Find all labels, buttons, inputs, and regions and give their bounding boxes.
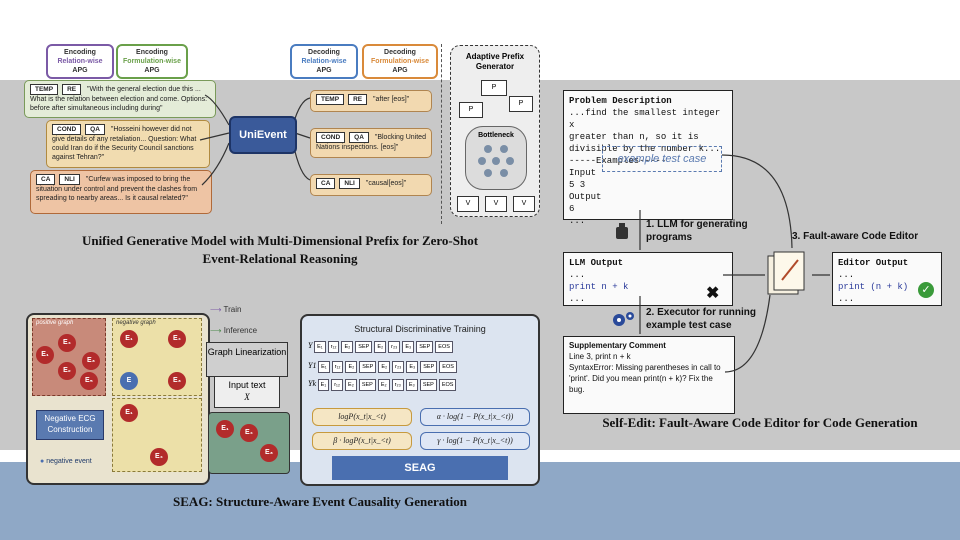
comment-line: Line 3, print n + k <box>569 352 631 361</box>
formula-2: α · log(1 − P(x_t|x_<t)) <box>420 408 530 426</box>
generator-title: Adaptive Prefix Generator <box>465 52 525 71</box>
prefix-p2: P <box>509 96 533 112</box>
seag-label: SEAG <box>332 456 508 480</box>
problem-line: -----Examples----- <box>569 156 667 166</box>
check-icon: ✓ <box>918 282 934 298</box>
step-2: 2. Executor for running example test cas… <box>646 307 757 331</box>
formula-3: β · logP(x_t|x_<t) <box>312 432 412 450</box>
step-1: 1. LLM for generating programs <box>646 219 748 243</box>
node-thumb-e1: E₁ <box>216 420 234 438</box>
embed-v3: V <box>513 196 535 212</box>
legend-train: ⟶ Train <box>210 305 242 314</box>
editor-line: ... <box>838 270 855 280</box>
node-neg2-e4: E₄ <box>150 448 168 466</box>
problem-line: ... <box>569 216 586 226</box>
legend-inference: ⟶ Inference <box>210 326 258 335</box>
negative-event-legend: ● negative event <box>40 458 92 465</box>
llm-line: ... <box>569 294 586 304</box>
bottleneck-block: Bottleneck <box>465 126 527 190</box>
node-e4: E₄ <box>58 334 76 352</box>
node-thumb-e4: E₄ <box>240 424 258 442</box>
editor-line: ... <box>838 294 855 304</box>
node-neg-event: E <box>120 372 138 390</box>
comment-title: Supplementary Comment <box>569 341 666 350</box>
input-text: Input text X <box>214 376 280 408</box>
node-neg2-e1: E₁ <box>120 404 138 422</box>
problem-description: Problem Description ...find the smallest… <box>563 90 733 226</box>
prefix-p0: P <box>481 80 507 96</box>
editor-line: print (n + k) <box>838 282 909 292</box>
bottleneck-label: Bottleneck <box>478 132 514 139</box>
problem-line: Output <box>569 192 602 202</box>
formula-4: γ · log(1 − P(x_t|x_<t)) <box>420 432 530 450</box>
robot-icon <box>614 222 630 242</box>
caption-self-edit: Self-Edit: Fault-Aware Code Editor for C… <box>602 415 918 430</box>
divider <box>441 44 442 224</box>
self-edit-arrows <box>639 154 830 373</box>
node-e1: E₁ <box>36 346 54 364</box>
graph-linearization: Graph Linearization <box>206 342 288 377</box>
editor-output-title: Editor Output <box>838 258 909 268</box>
caption-unievent: Unified Generative Model with Multi-Dime… <box>81 233 479 266</box>
bottleneck-nodes <box>478 145 514 177</box>
node-neg-e1: E₁ <box>120 330 138 348</box>
training-title: Structural Discriminative Training <box>354 324 486 334</box>
negative-ecg: Negative ECG Construction <box>36 410 104 440</box>
node-e5: E₅ <box>80 372 98 390</box>
prefix-generator: Adaptive Prefix Generator Bottleneck P P… <box>450 45 540 217</box>
gear-icon <box>610 310 636 330</box>
node-neg-e4: E₄ <box>168 330 186 348</box>
problem-line: 5 3 <box>569 180 586 190</box>
llm-line: ... <box>569 270 586 280</box>
problem-line: divisible by the number k... <box>569 144 721 154</box>
comment-line: SyntaxError: Missing parentheses in call… <box>569 363 721 394</box>
prefix-p1: P <box>459 102 483 118</box>
editor-icon <box>766 250 810 298</box>
node-neg-e3: E₃ <box>168 372 186 390</box>
example-test-case: example test case <box>602 146 722 172</box>
problem-line: 6 <box>569 204 575 214</box>
unievent-model: UniEvent <box>229 116 297 154</box>
node-e2: E₂ <box>58 362 76 380</box>
node-e3: E₃ <box>82 352 100 370</box>
llm-output-title: LLM Output <box>569 258 624 268</box>
caption-seag: SEAG: Structure-Aware Event Causality Ge… <box>173 494 467 509</box>
supplementary-comment: Supplementary Comment Line 3, print n + … <box>563 336 735 414</box>
llm-line: print n + k <box>569 282 629 292</box>
step-3: 3. Fault-aware Code Editor <box>792 231 919 242</box>
node-thumb-e3: E₃ <box>260 444 278 462</box>
problem-line: Input <box>569 168 597 178</box>
embed-v2: V <box>485 196 507 212</box>
embed-v1: V <box>457 196 479 212</box>
llm-output: LLM Output ... print n + k ... <box>563 252 733 306</box>
problem-title: Problem Description <box>569 96 672 106</box>
problem-line: greater than n, so it is <box>569 132 699 142</box>
error-x-icon: ✖ <box>706 285 720 302</box>
formula-1: logP(x_t|x_<t) <box>312 408 412 426</box>
problem-line: ...find the smallest integer x <box>569 108 721 130</box>
